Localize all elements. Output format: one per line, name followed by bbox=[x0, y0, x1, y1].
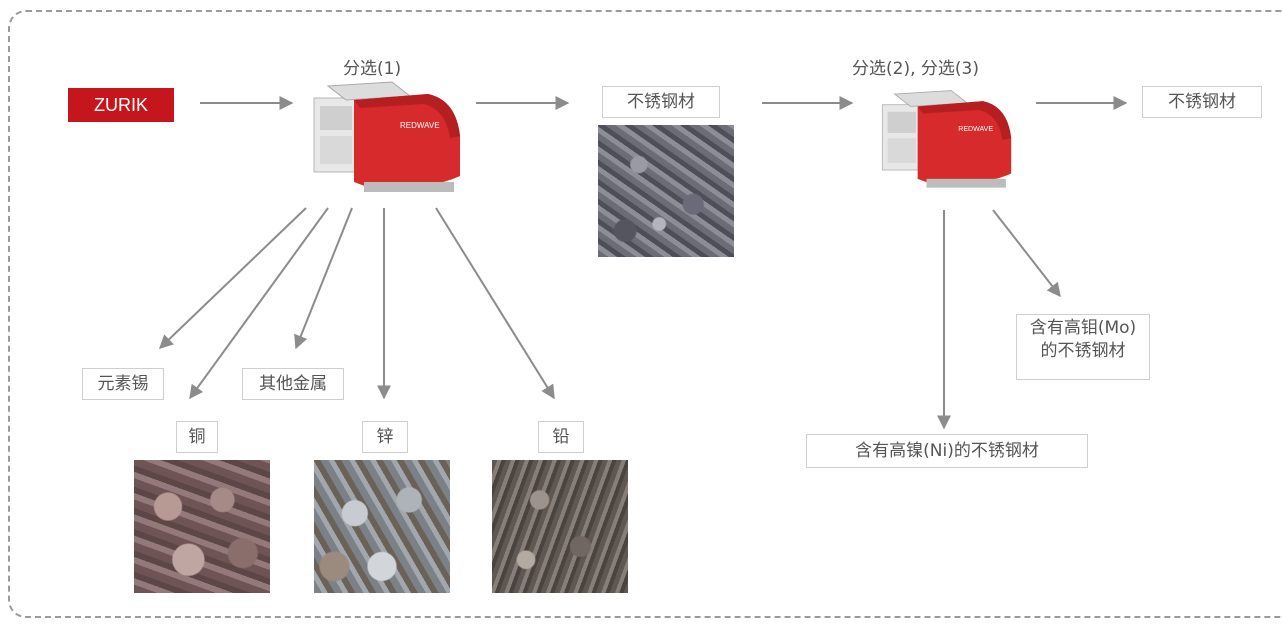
high-mo-line1: 含有高钼(Mo) bbox=[1029, 318, 1137, 338]
other-metals-label: 其他金属 bbox=[242, 368, 344, 400]
stainless-steel-mid-photo bbox=[598, 125, 734, 257]
diagram-frame bbox=[8, 10, 1282, 618]
step23-title: 分选(2), 分选(3) bbox=[852, 59, 979, 79]
tin-label: 元素锡 bbox=[82, 368, 164, 400]
copper-photo bbox=[134, 460, 270, 593]
zurik-source-label: ZURIK bbox=[68, 88, 174, 122]
high-ni-stainless-label: 含有高镍(Ni)的不锈钢材 bbox=[806, 434, 1088, 468]
arrow-to-other-metals bbox=[294, 207, 353, 350]
arrow-to-mo bbox=[992, 209, 1061, 298]
step1-title: 分选(1) bbox=[343, 59, 402, 79]
sorting-machine-2: REDWAVE bbox=[881, 90, 1012, 188]
stainless-steel-final-label: 不锈钢材 bbox=[1142, 86, 1262, 118]
arrow-to-lead bbox=[435, 207, 555, 400]
sorting-machine-1: REDWAVE bbox=[313, 81, 460, 192]
arrow-to-copper bbox=[189, 207, 329, 400]
machine-brand-2: REDWAVE bbox=[958, 126, 993, 133]
lead-photo bbox=[492, 460, 628, 593]
zinc-photo bbox=[314, 460, 450, 593]
high-mo-stainless-label: 含有高钼(Mo) 的不锈钢材 bbox=[1016, 314, 1150, 380]
machine-brand-1: REDWAVE bbox=[400, 121, 440, 130]
copper-label: 铜 bbox=[176, 421, 218, 453]
stainless-steel-mid-label: 不锈钢材 bbox=[602, 86, 720, 118]
zinc-label: 锌 bbox=[362, 421, 408, 453]
high-mo-line2: 的不锈钢材 bbox=[1040, 340, 1126, 361]
lead-label: 铅 bbox=[538, 421, 584, 453]
arrow-to-tin bbox=[158, 207, 307, 349]
